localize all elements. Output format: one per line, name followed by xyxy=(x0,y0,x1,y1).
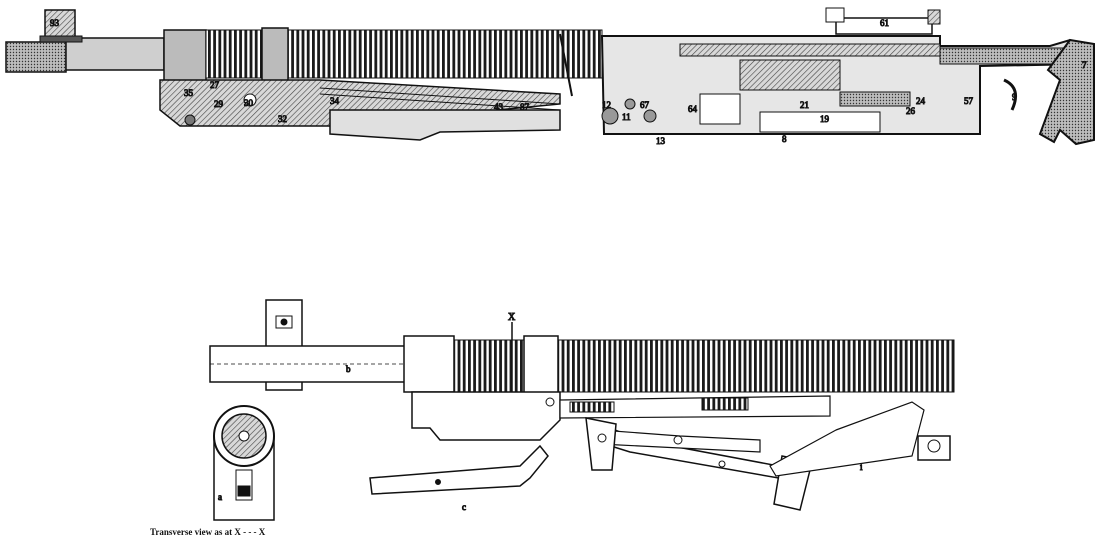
recoil-spring xyxy=(569,401,615,413)
transverse-view-caption: Transverse view as at X - - - X xyxy=(150,527,266,537)
part-letter: b xyxy=(346,364,351,374)
ref-label: 30 xyxy=(244,98,254,108)
ref-label: 87 xyxy=(520,102,530,112)
ref-label: 43 xyxy=(494,102,504,112)
ref-label: 9 xyxy=(1012,92,1017,102)
foregrip-plate xyxy=(329,109,561,141)
gas-piston-housing xyxy=(411,391,561,441)
ref-label: 32 xyxy=(278,114,287,124)
receiver-rail xyxy=(769,401,925,477)
top-sectional-view: 93 27 35 29 30 32 34 43 87 12 67 11 64 1… xyxy=(5,7,1095,147)
ref-label: 21 xyxy=(800,100,809,110)
ref-label: 19 xyxy=(820,114,830,124)
ref-label: 35 xyxy=(184,88,194,98)
lever-linkage xyxy=(588,418,802,481)
hook-lever xyxy=(369,444,549,495)
muzzle xyxy=(5,9,165,73)
ref-label: 7 xyxy=(1082,60,1087,70)
part-letter: a xyxy=(218,492,222,502)
gas-tube xyxy=(559,33,573,97)
ref-label: 12 xyxy=(602,100,611,110)
fin-ring-1 xyxy=(523,335,559,397)
pivot-bracket xyxy=(585,417,617,471)
ref-label: 34 xyxy=(330,96,340,106)
receiver xyxy=(600,35,1087,135)
ref-label: 8 xyxy=(782,134,787,144)
trigger xyxy=(1003,78,1018,111)
ref-label: 67 xyxy=(640,100,650,110)
ref-label: 29 xyxy=(214,99,224,109)
ref-label: 57 xyxy=(964,96,974,106)
section-mark: X xyxy=(508,312,516,323)
ref-label: 64 xyxy=(688,104,698,114)
fin-ring-1 xyxy=(261,27,289,83)
tripod-mount xyxy=(917,435,951,461)
rear-sight xyxy=(825,7,941,35)
bottom-side-view: X X c i b xyxy=(209,299,955,513)
ref-label: 24 xyxy=(916,96,926,106)
ref-label: 93 xyxy=(50,18,60,28)
ref-label: 13 xyxy=(656,136,666,146)
barrel-collar xyxy=(403,335,455,393)
ref-label: 11 xyxy=(622,112,631,122)
ref-label: 27 xyxy=(210,80,220,90)
part-letter: c xyxy=(462,502,466,512)
pistol-grip xyxy=(1038,38,1095,146)
recoil-spring xyxy=(701,397,749,411)
ref-label: 26 xyxy=(906,106,916,116)
ref-label: 61 xyxy=(880,18,889,28)
operating-rod xyxy=(559,395,831,419)
transverse-inset: a xyxy=(213,405,275,521)
part-letter: i xyxy=(860,462,863,472)
